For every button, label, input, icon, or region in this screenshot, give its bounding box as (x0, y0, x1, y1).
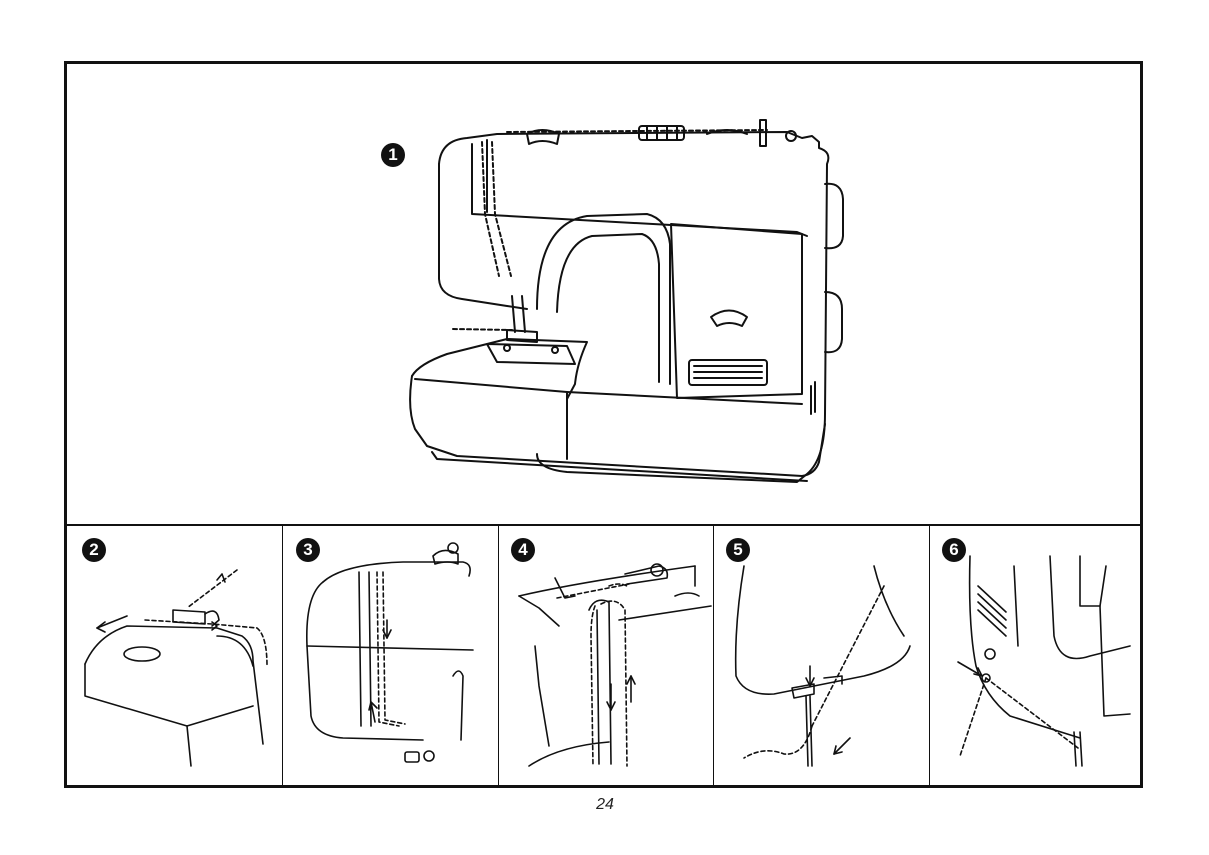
step-panel-2: 2 (67, 526, 283, 785)
take-up-lever-drawing (283, 526, 499, 785)
thread-cutter-drawing (930, 526, 1140, 785)
step-panel-4: 4 (499, 526, 714, 785)
thread-path-drawing (499, 526, 714, 785)
main-machine-panel: 1 (67, 64, 1140, 526)
page-number: 24 (585, 796, 625, 814)
illustration-frame: 1 (64, 61, 1143, 788)
step-panel-6: 6 (930, 526, 1140, 785)
sewing-machine-drawing (67, 64, 1140, 524)
needle-threading-drawing (714, 526, 930, 785)
thread-guide-drawing (67, 526, 283, 785)
step-panel-3: 3 (283, 526, 499, 785)
step-panel-5: 5 (714, 526, 930, 785)
